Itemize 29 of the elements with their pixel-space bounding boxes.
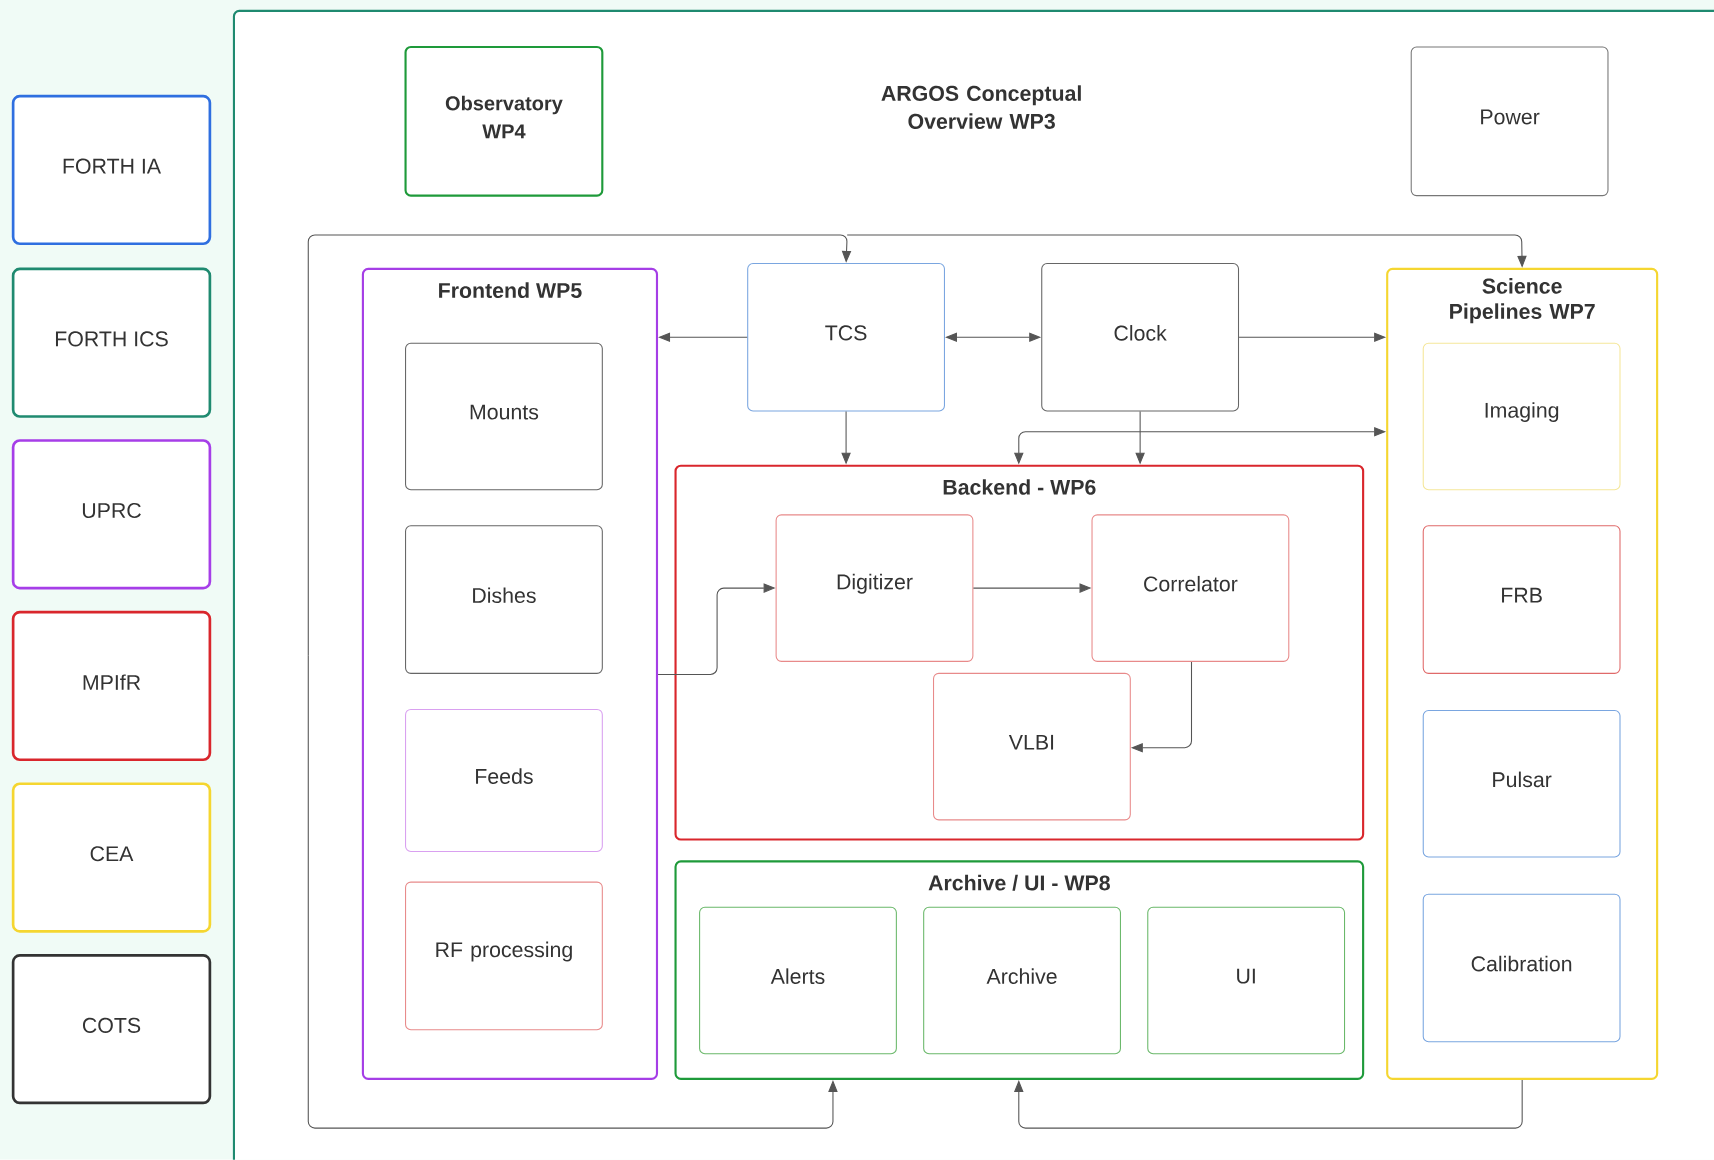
title: ARGOS Conceptual Overview WP3	[881, 85, 1081, 130]
legend-box: MPIfR	[11, 610, 212, 762]
legend-box: COTS	[11, 954, 212, 1105]
component-box: Calibration	[1422, 893, 1621, 1043]
component-box: Imaging	[1422, 342, 1621, 491]
component-box: Mounts	[405, 342, 603, 491]
component-box: RF processing	[405, 881, 603, 1031]
component-box: Clock	[1041, 263, 1240, 412]
component-box: Archive	[923, 906, 1121, 1055]
arrow	[307, 234, 852, 657]
arrow	[846, 234, 1527, 268]
legend-box: FORTH ICS	[11, 267, 212, 418]
component-box: TCS	[747, 263, 945, 412]
component-box: Alerts	[699, 906, 897, 1055]
component-box: Pulsar	[1422, 710, 1621, 858]
arrow	[1013, 1079, 1523, 1129]
component-box: Dishes	[405, 525, 603, 674]
component-box: VLBI	[933, 672, 1131, 821]
legend-box: UPRC	[11, 439, 212, 590]
component-box: Digitizer	[775, 514, 974, 662]
arrow	[307, 655, 838, 1129]
component-box: Correlator	[1091, 514, 1290, 662]
component-box: UI	[1147, 906, 1346, 1055]
legend-box: FORTH IA	[11, 94, 212, 246]
legend-box: CEA	[11, 782, 212, 933]
component-box: FRB	[1422, 525, 1621, 674]
work-package-box: Observatory WP4	[404, 46, 604, 197]
component-box: Power	[1410, 46, 1609, 197]
component-box: Feeds	[405, 709, 603, 853]
